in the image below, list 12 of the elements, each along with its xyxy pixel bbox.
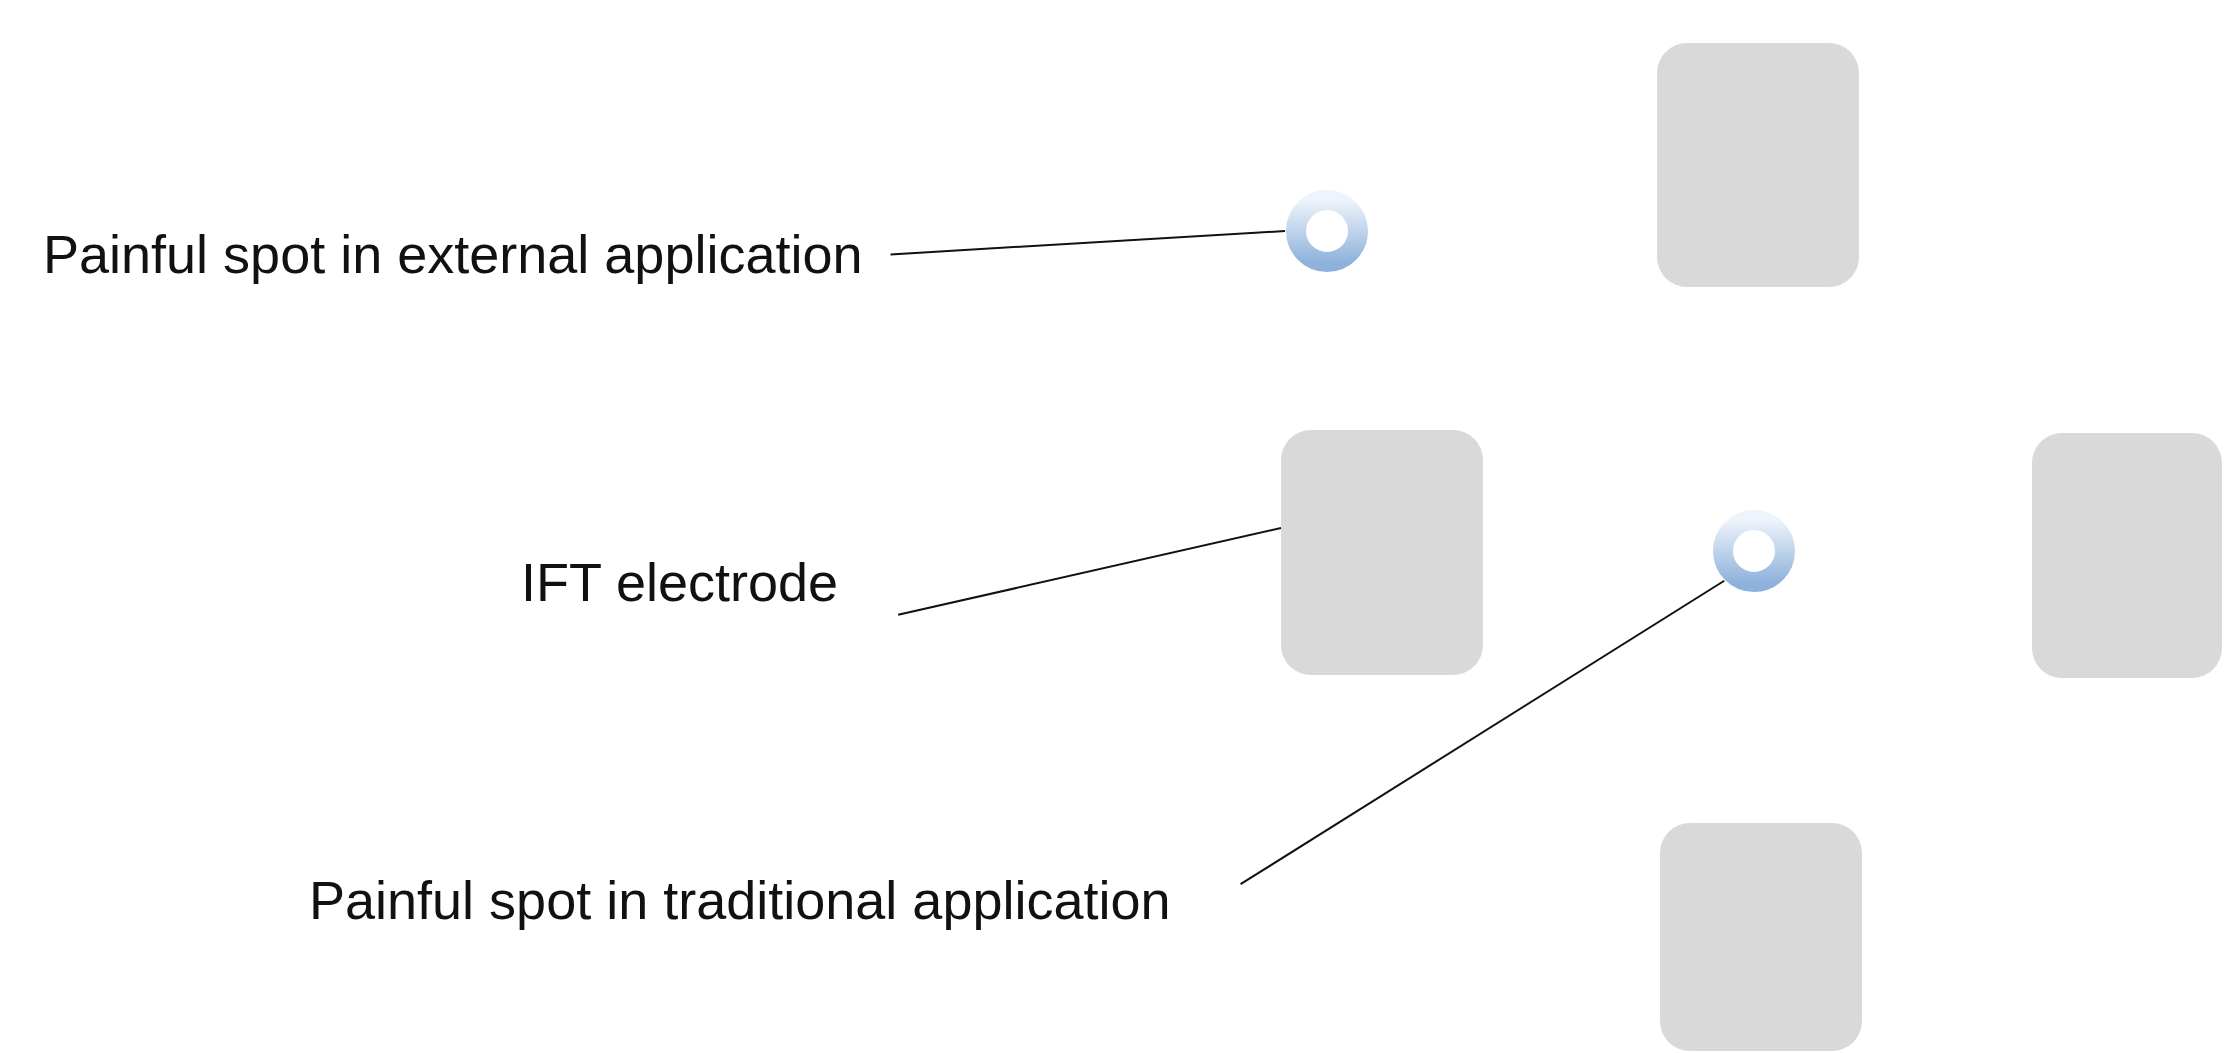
electrode-pad <box>1657 43 1859 287</box>
painful-spot-marker <box>1712 509 1796 593</box>
callout-label: IFT electrode <box>521 550 839 615</box>
electrode-pad <box>2032 433 2222 678</box>
leader-line <box>1239 579 1726 886</box>
electrode-pad <box>1660 823 1862 1051</box>
callout-label: Painful spot in external application <box>43 222 863 287</box>
leader-line <box>897 527 1282 616</box>
painful-spot-marker <box>1285 189 1369 273</box>
callout-label: Painful spot in traditional application <box>309 868 1171 933</box>
electrode-pad <box>1281 430 1483 675</box>
leader-line <box>889 230 1286 256</box>
